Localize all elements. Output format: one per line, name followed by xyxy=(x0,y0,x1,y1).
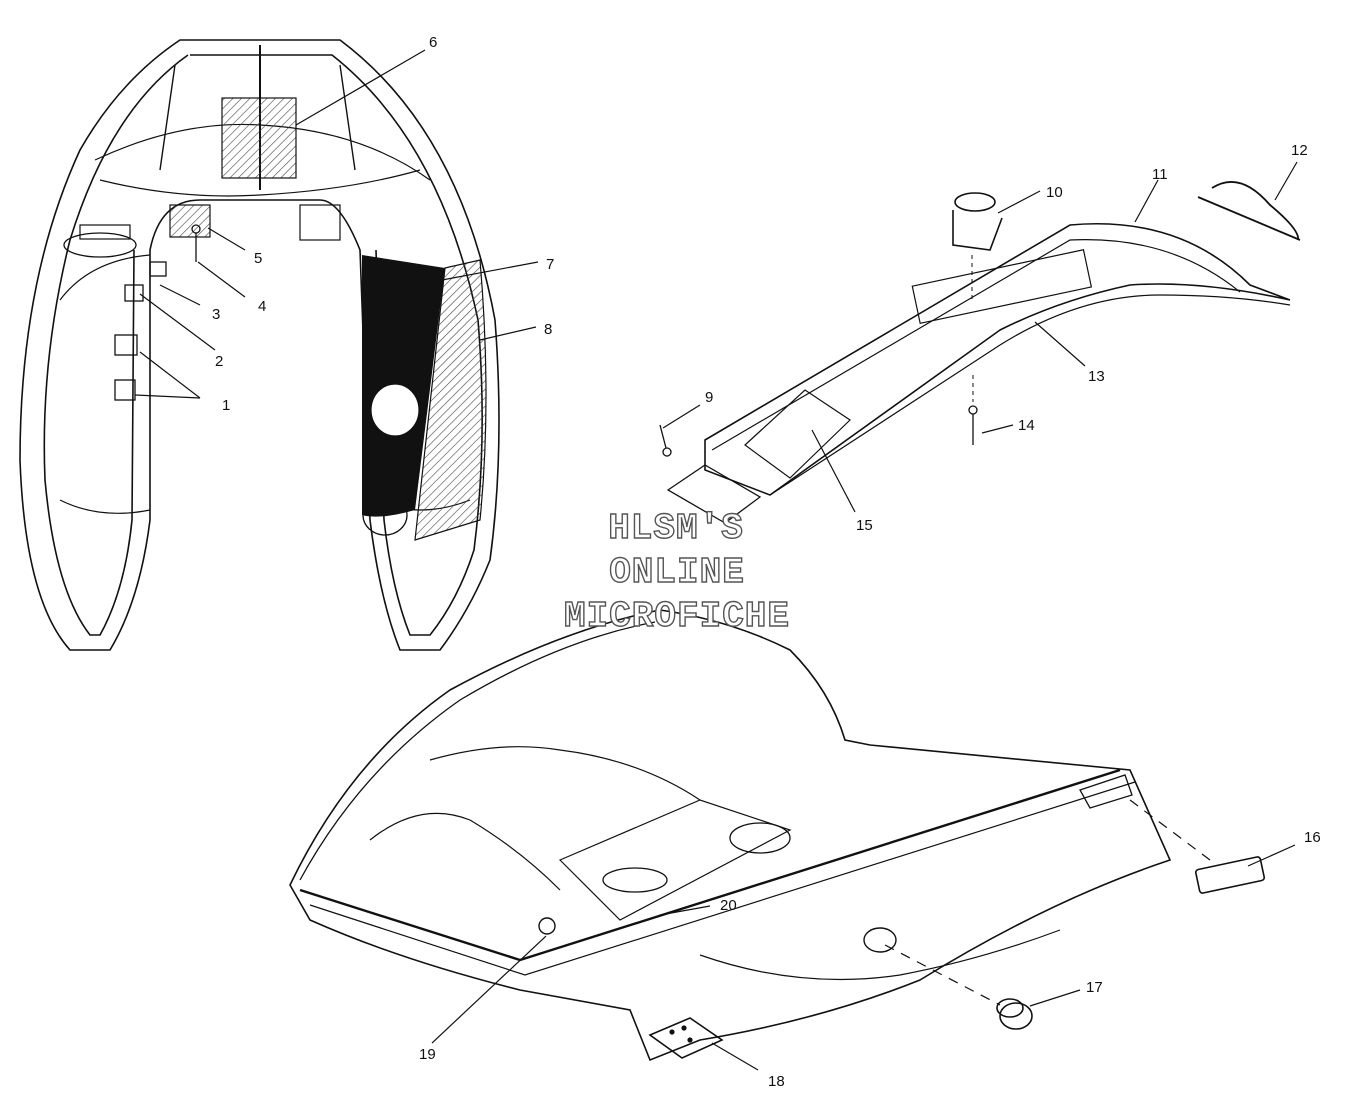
callout-17: 17 xyxy=(1086,979,1103,996)
decal-5 xyxy=(169,204,211,238)
watermark-line-1: HLSM'S xyxy=(607,507,744,549)
callout-2: 2 xyxy=(215,353,223,370)
callout-11: 11 xyxy=(1152,166,1168,183)
callout-13: 13 xyxy=(1088,368,1105,385)
callout-16: 16 xyxy=(1304,829,1321,846)
callout-10: 10 xyxy=(1046,184,1063,201)
hood-assembly-view xyxy=(289,609,1211,1062)
callout-20: 20 xyxy=(720,897,737,914)
callout-3: 3 xyxy=(212,306,220,323)
clip-10-part xyxy=(952,192,1003,300)
callout-4: 4 xyxy=(258,298,266,315)
callout-19: 19 xyxy=(419,1046,436,1063)
callout-12: 12 xyxy=(1291,142,1308,159)
callout-1: 1 xyxy=(222,397,230,414)
callout-8: 8 xyxy=(544,321,552,338)
callout-15: 15 xyxy=(856,517,873,534)
watermark-line-2: ONLINE xyxy=(608,551,745,593)
decal-8 xyxy=(414,259,487,541)
decal-7-cutout xyxy=(370,383,420,437)
decal-6 xyxy=(221,97,297,179)
callout-14: 14 xyxy=(1018,417,1035,434)
callout-5: 5 xyxy=(254,250,262,267)
cable-12-part xyxy=(1197,180,1301,241)
panel-assembly xyxy=(666,222,1291,524)
callout-6: 6 xyxy=(429,34,437,51)
screw-14-part xyxy=(968,375,978,445)
screw-9-part xyxy=(659,424,672,457)
callout-18: 18 xyxy=(768,1073,785,1090)
callout-labels: 1 2 3 4 5 6 7 8 9 10 11 12 13 14 15 16 1… xyxy=(212,34,1321,1090)
watermark-line-3: MICROFICHE xyxy=(563,595,791,637)
callout-7: 7 xyxy=(546,256,554,273)
callout-9: 9 xyxy=(705,389,713,406)
plate-18-part xyxy=(648,1017,724,1059)
leader-lines xyxy=(134,49,1298,1071)
plug-17-part xyxy=(996,998,1033,1030)
screw-4-part xyxy=(191,224,201,262)
pad-16-part xyxy=(1194,856,1266,894)
